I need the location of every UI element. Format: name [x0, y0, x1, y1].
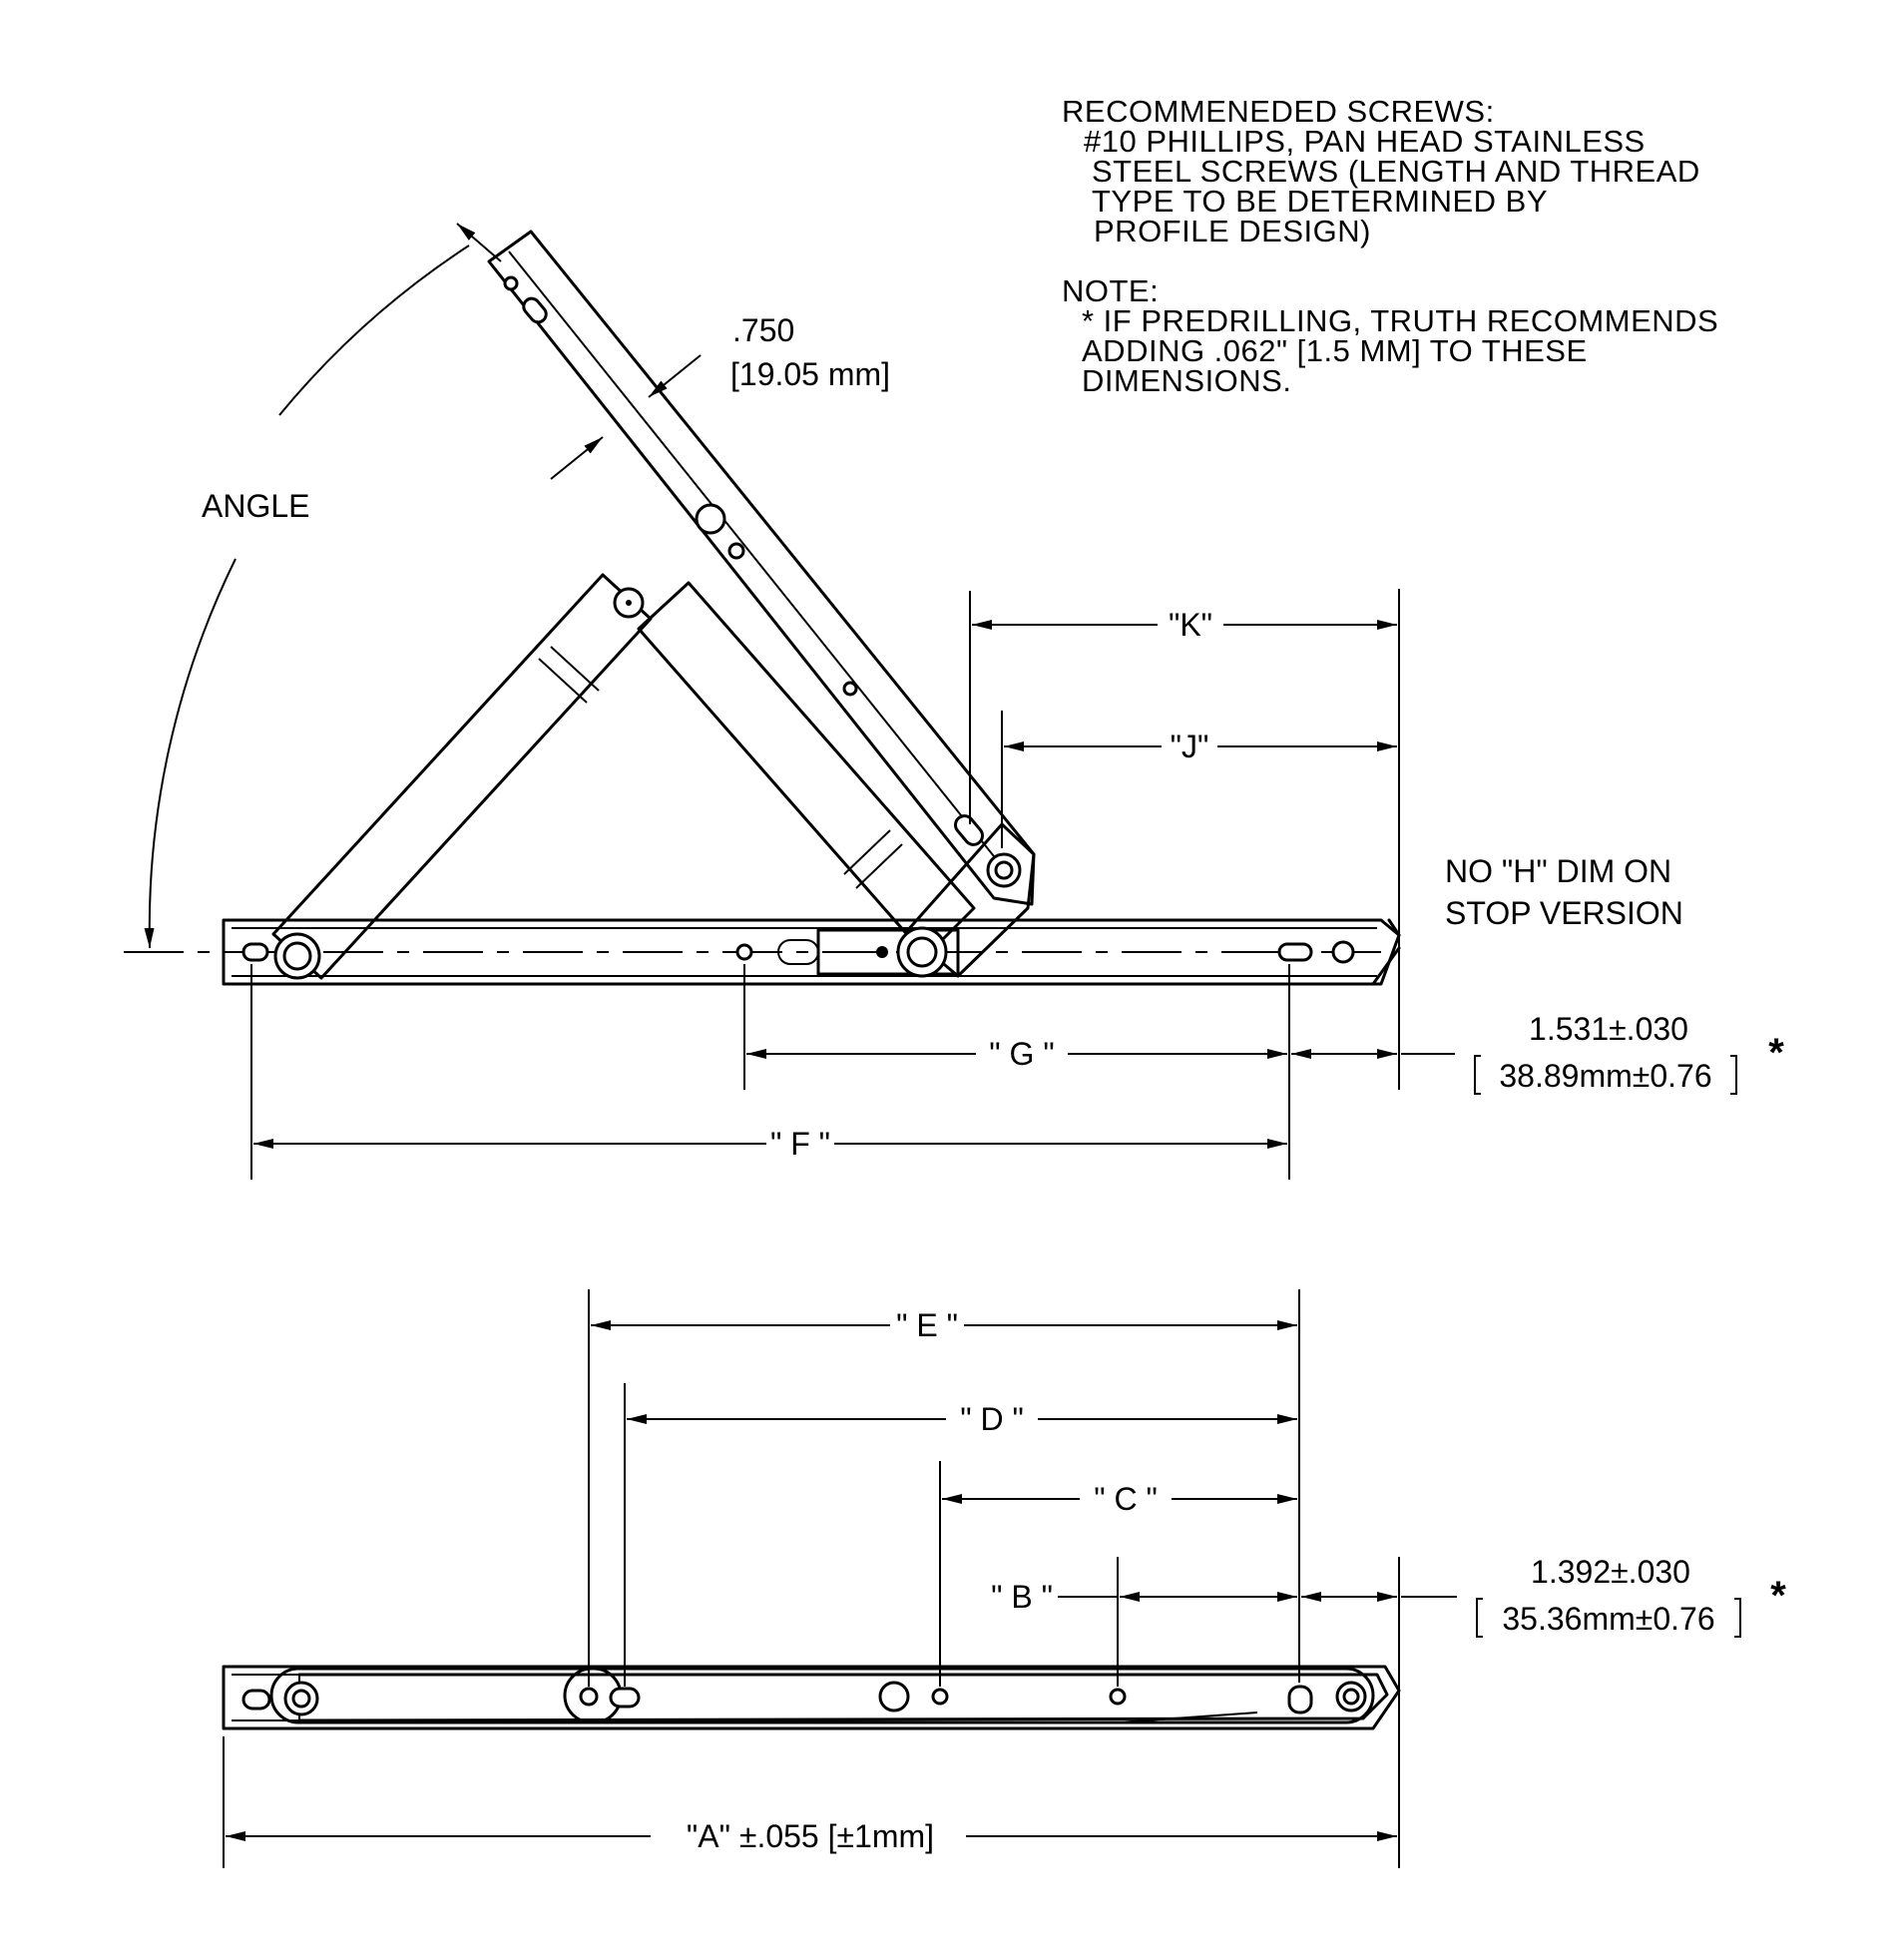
note-line-1: * IF PREDRILLING, TRUTH RECOMMENDS: [1082, 303, 1718, 338]
screws-title: RECOMMENEDED SCREWS:: [1062, 94, 1495, 129]
note-line-3: DIMENSIONS.: [1082, 363, 1291, 398]
top-offset-mm: 38.89mm±0.76: [1499, 1058, 1711, 1094]
closed-track: [222, 1665, 1401, 1730]
link-arm: [637, 581, 1036, 978]
base-track: [124, 918, 1401, 986]
width-arrow-upper: [648, 354, 702, 398]
note-line-2: ADDING .062" [1.5 MM] TO THESE: [1082, 333, 1588, 368]
screws-line-4: PROFILE DESIGN): [1094, 214, 1371, 248]
dim-a-label: "A" ±.055 [±1mm]: [687, 1818, 934, 1854]
angle-arc-upper: [278, 245, 470, 416]
dim-f-label: " F ": [770, 1126, 830, 1162]
support-arm: [271, 573, 653, 980]
closed-hinge-view: " E " " D " " C " " B " 1.392±.030 35.36…: [222, 1289, 1786, 1868]
screws-line-3: TYPE TO BE DETERMINED BY: [1092, 184, 1548, 219]
stop-line-2: STOP VERSION: [1445, 895, 1683, 931]
width-inch-label: .750: [732, 312, 794, 348]
angle-arc-lower: [144, 558, 236, 949]
dim-g-label: " G ": [989, 1036, 1054, 1072]
angle-arc-end: [456, 223, 502, 262]
stop-version-note: NO "H" DIM ON STOP VERSION: [1445, 853, 1683, 931]
top-offset-asterisk: *: [1768, 1031, 1784, 1075]
screw-notes: RECOMMENEDED SCREWS: #10 PHILLIPS, PAN H…: [1062, 94, 1718, 398]
note-title: NOTE:: [1062, 273, 1159, 308]
screws-line-1: #10 PHILLIPS, PAN HEAD STAINLESS: [1084, 124, 1646, 159]
main-arm: [487, 230, 1036, 906]
open-hinge-view: ANGLE .750 [19.05 mm] "K" "J" " G " 1.53…: [124, 223, 1784, 1180]
width-arrow-lower: [550, 436, 604, 480]
bottom-offset-mm: 35.36mm±0.76: [1502, 1601, 1714, 1637]
angle-label: ANGLE: [202, 488, 309, 524]
dim-b-label: " B ": [991, 1579, 1053, 1615]
dim-j-label: "J": [1171, 729, 1209, 764]
bottom-offset-inch: 1.392±.030: [1531, 1554, 1690, 1590]
dim-d-label: " D ": [960, 1401, 1024, 1437]
bottom-offset-asterisk: *: [1770, 1574, 1786, 1618]
width-mm-label: [19.05 mm]: [730, 356, 890, 392]
screws-line-2: STEEL SCREWS (LENGTH AND THREAD: [1092, 154, 1700, 189]
dim-c-label: " C ": [1094, 1481, 1158, 1517]
dim-e-label: " E ": [896, 1307, 958, 1343]
dim-k-label: "K": [1169, 607, 1212, 643]
top-offset-inch: 1.531±.030: [1529, 1011, 1688, 1047]
stop-line-1: NO "H" DIM ON: [1445, 853, 1671, 889]
